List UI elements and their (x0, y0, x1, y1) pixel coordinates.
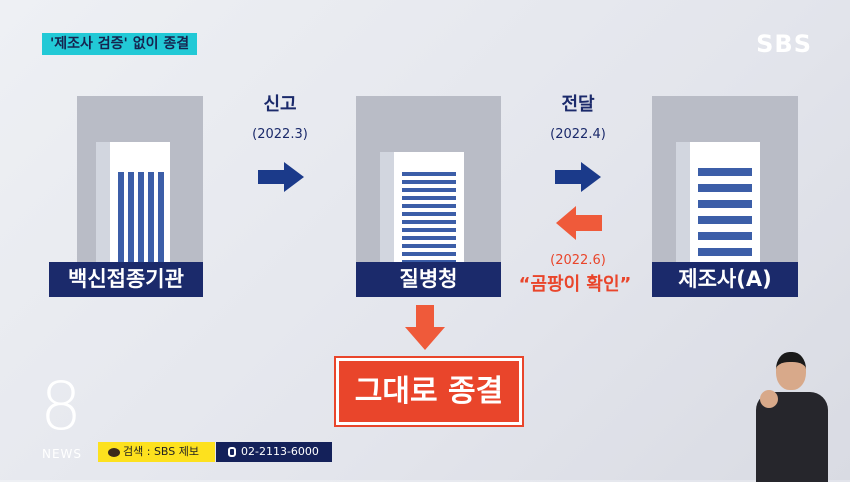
result-box: 그대로 종결 (334, 356, 524, 427)
program-name: NEWS (42, 447, 83, 461)
kakao-tip-banner: 검색 : SBS 제보 (98, 442, 215, 462)
phone-tip-banner: 02-2113-6000 (216, 442, 332, 462)
phone-number: 02-2113-6000 (241, 445, 319, 458)
node-label-kdca: 질병청 (356, 262, 501, 297)
building-image-manufacturer (652, 96, 798, 262)
node-label-vaccination-site: 백신접종기관 (49, 262, 203, 297)
building-image-kdca (356, 96, 501, 262)
reply-label: “곰팡이 확인” (518, 274, 632, 295)
arrow-left-icon (556, 206, 602, 240)
report-label: 신고 (263, 94, 297, 115)
forward-date: (2022.4) (550, 127, 606, 142)
building-image-vaccination-site (77, 96, 203, 262)
forward-label: 전달 (561, 94, 595, 115)
arrow-down-icon (405, 305, 445, 350)
kakao-tip-text: 검색 : SBS 제보 (123, 445, 199, 458)
kakao-talk-icon (108, 447, 120, 457)
program-number: 8 (40, 368, 82, 445)
node-label-manufacturer: 제조사(A) (652, 262, 798, 297)
arrow-right-icon (258, 162, 304, 192)
sbs-logo: SBS (756, 30, 812, 58)
arrow-right-icon (555, 162, 601, 192)
report-date: (2022.3) (252, 127, 308, 142)
phone-icon (228, 447, 236, 457)
headline-tag: '제조사 검증' 없이 종결 (42, 33, 198, 55)
sign-language-interpreter (752, 350, 832, 482)
reply-date: (2022.6) (550, 253, 606, 268)
